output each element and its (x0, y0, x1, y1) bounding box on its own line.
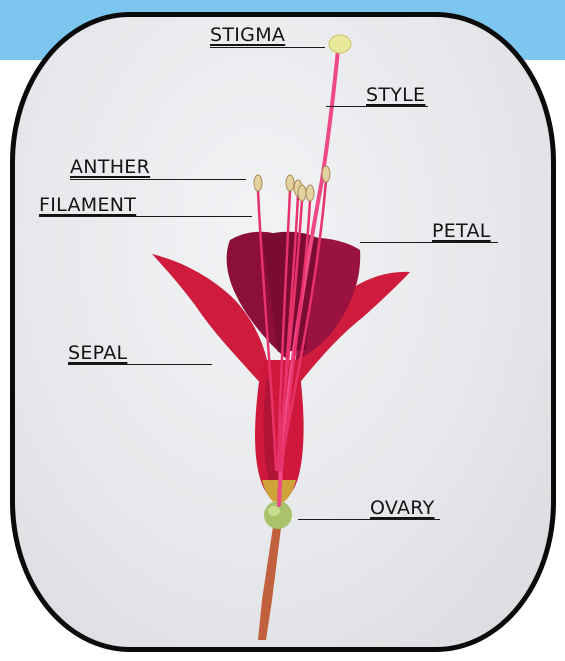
label-anther: ANTHER (70, 156, 150, 178)
stem (258, 520, 282, 640)
label-sepal: SEPAL (68, 342, 127, 364)
anther-leader (70, 179, 246, 180)
label-style: STYLE (366, 84, 425, 106)
label-petal: PETAL (432, 220, 491, 242)
label-ovary: OVARY (370, 497, 435, 519)
ovary-leader (298, 519, 440, 520)
stigma-shape (329, 35, 351, 53)
filament-leader (39, 216, 252, 217)
sepal-leader (68, 364, 212, 365)
style-leader (326, 106, 428, 107)
label-filament: FILAMENT (39, 194, 136, 216)
label-stigma: STIGMA (210, 24, 285, 46)
stigma-leader (210, 47, 325, 48)
petal-leader (360, 242, 498, 243)
